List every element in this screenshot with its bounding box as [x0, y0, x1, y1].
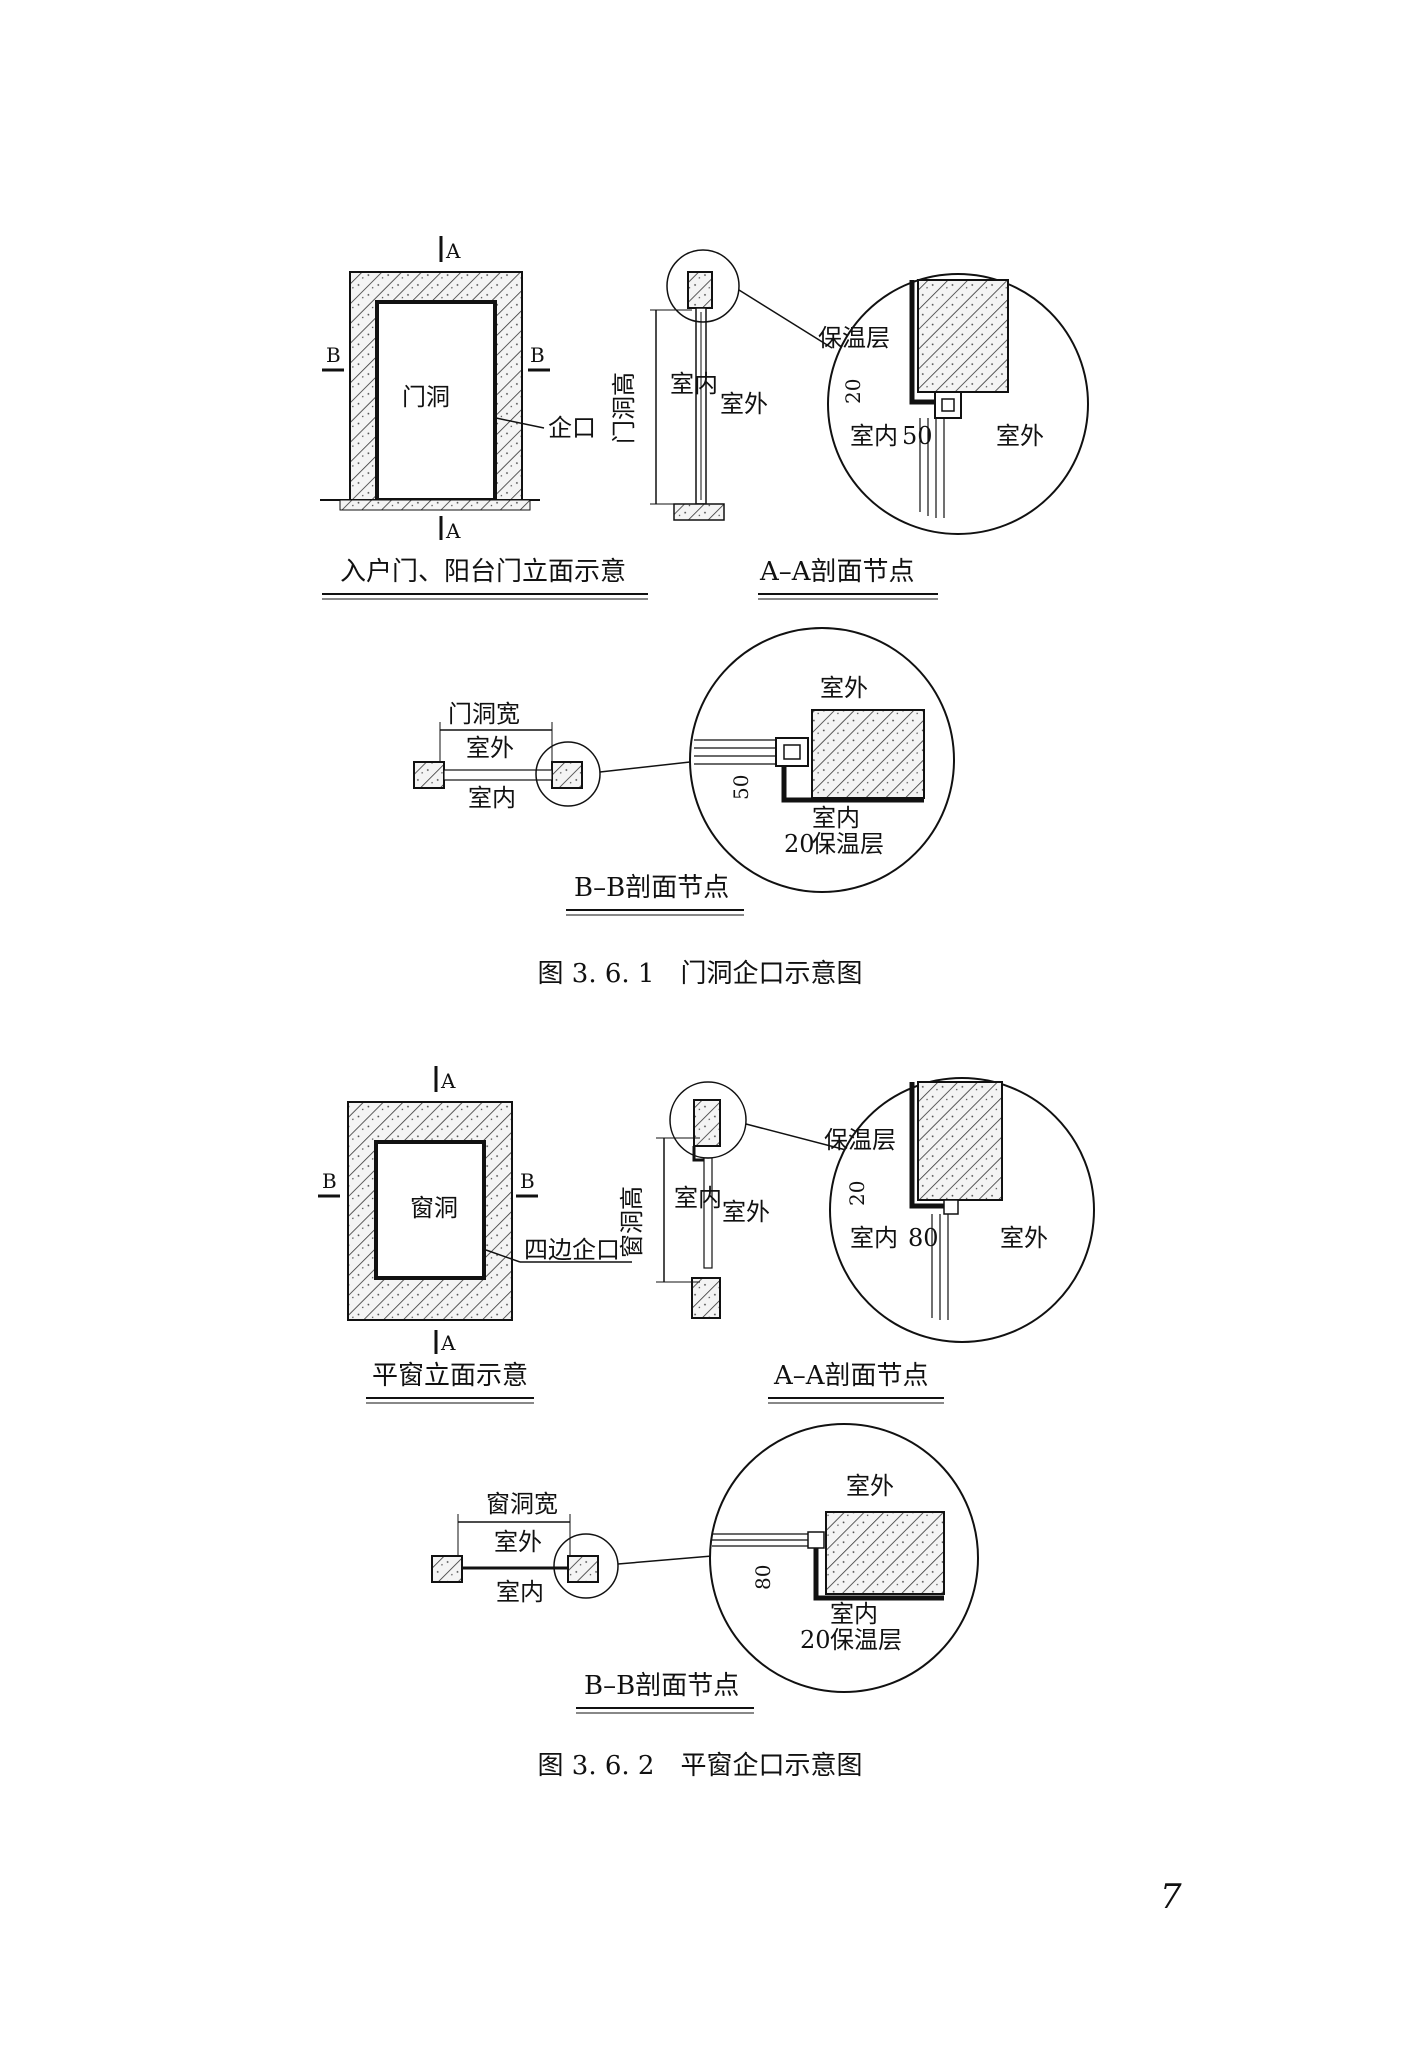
window-frame	[703, 1157, 713, 1269]
detail-callout-leader	[745, 1123, 847, 1151]
detail-frame	[943, 1199, 959, 1215]
bb-detail-frame-inner	[783, 744, 801, 760]
detail-outdoor-label: 室外	[1000, 1224, 1048, 1252]
width-dim-label: 窗洞宽	[486, 1490, 558, 1518]
section-b-left-label: B	[322, 1169, 337, 1193]
section-aa-title: A–A剖面节点	[759, 557, 915, 587]
window-opening	[374, 1140, 486, 1280]
floor-hatch	[339, 499, 531, 511]
elevation-title: 平窗立面示意	[372, 1361, 528, 1391]
width-dim-label: 门洞宽	[448, 700, 520, 728]
bb-indoor-label: 室内	[468, 784, 516, 812]
rebate-leader	[495, 417, 545, 429]
bb-detail-insulation-label: 保温层	[830, 1626, 902, 1654]
bb-callout-leader	[599, 761, 691, 773]
rebate-leader	[485, 1249, 521, 1263]
bb-wall-right	[551, 761, 583, 789]
section-b-right-label: B	[530, 343, 545, 367]
figure-1: 门洞 企口 A A B B 入户门、阳台门立面示意	[320, 236, 1089, 989]
bb-outdoor-label: 室外	[466, 734, 514, 762]
detail-insulation-label: 保温层	[818, 324, 890, 352]
bb-detail-frame	[807, 1531, 825, 1549]
detail-wall	[917, 1081, 1003, 1201]
bb-detail-dim-insulation: 20	[800, 1626, 831, 1654]
bb-wall-left	[413, 761, 445, 789]
section-bb-door: 门洞宽 室外 室内 室外 50 室内 20 保温层	[413, 627, 955, 916]
detail-insulation-line	[909, 1082, 944, 1209]
bb-detail-dim-insulation: 20	[784, 830, 815, 858]
detail-dim-rebate: 80	[908, 1224, 939, 1252]
section-aa-window: 窗洞高 室内 室外 保温层 20 室内 80 室外 A–A剖面节点	[618, 1077, 1095, 1404]
bb-detail-outdoor-label: 室外	[846, 1472, 894, 1500]
section-bb-window: 窗洞宽 室外 室内 室外 80 室内 20 保温层 B–B剖面节点	[431, 1423, 979, 1714]
bb-detail-indoor-label: 室内	[830, 1600, 878, 1628]
rebate-label: 四边企口	[524, 1236, 620, 1264]
bb-detail-insulation-line	[781, 758, 924, 803]
bb-detail-insulation-line	[813, 1546, 944, 1601]
detail-dim-rebate: 50	[902, 422, 933, 450]
elevation-title: 入户门、阳台门立面示意	[340, 557, 626, 587]
opening-label: 门洞	[402, 383, 450, 411]
bb-outdoor-label: 室外	[494, 1528, 542, 1556]
opening-label: 窗洞	[410, 1194, 458, 1222]
bb-callout-leader	[617, 1555, 713, 1565]
rebate-label: 企口	[548, 414, 596, 442]
detail-indoor-label: 室内	[850, 422, 898, 450]
bb-detail-outdoor-label: 室外	[820, 674, 868, 702]
section-outdoor-label: 室外	[722, 1198, 770, 1226]
section-aa-door: 门洞高 室内 室外 保温层 20 室内 50 室外 A–A剖面节点	[610, 249, 1089, 600]
height-dim-label: 窗洞高	[618, 1186, 646, 1258]
detail-magnifier	[829, 1077, 1095, 1343]
lintel	[693, 1099, 721, 1147]
lintel	[687, 271, 713, 309]
section-indoor-label: 室内	[670, 370, 718, 398]
section-bb-title: B–B剖面节点	[574, 873, 729, 903]
detail-insulation-label: 保温层	[824, 1126, 896, 1154]
figure-2: 窗洞 四边企口 A A B B 平窗立面示意	[318, 1066, 1095, 1781]
section-aa-title: A–A剖面节点	[773, 1361, 929, 1391]
detail-wall	[917, 279, 1009, 393]
height-dim-label: 门洞高	[610, 372, 638, 444]
section-a-bottom-label: A	[445, 519, 461, 543]
detail-callout-circle	[669, 1081, 747, 1159]
bb-detail-dim-rebate: 80	[751, 1565, 775, 1590]
detail-frame-inner	[941, 398, 955, 412]
detail-callout-circle	[666, 249, 740, 323]
section-indoor-label: 室内	[674, 1184, 722, 1212]
bb-detail-indoor-label: 室内	[812, 804, 860, 832]
bb-wall-left	[431, 1555, 463, 1583]
bb-detail-wall	[825, 1511, 945, 1595]
detail-insulation-line	[909, 280, 935, 405]
section-outdoor-label: 室外	[720, 390, 768, 418]
section-b-left-label: B	[326, 343, 341, 367]
bb-detail-insulation-label: 保温层	[812, 830, 884, 858]
sill	[673, 503, 725, 521]
detail-callout-leader	[738, 289, 833, 349]
figure-caption: 图 3. 6. 1 门洞企口示意图	[538, 959, 863, 989]
door-opening	[375, 300, 497, 502]
detail-outdoor-label: 室外	[996, 422, 1044, 450]
figure-caption: 图 3. 6. 2 平窗企口示意图	[538, 1751, 863, 1781]
bb-indoor-label: 室内	[496, 1578, 544, 1606]
section-bb-title: B–B剖面节点	[584, 1671, 739, 1701]
bb-detail-wall	[811, 709, 925, 799]
bb-wall-right	[567, 1555, 599, 1583]
page-number: 7	[1160, 1877, 1182, 1917]
section-a-bottom-label: A	[440, 1331, 456, 1355]
bb-detail-dim-rebate: 50	[729, 775, 753, 800]
detail-dim-20: 20	[841, 379, 865, 404]
window-elevation: 窗洞 四边企口 A A B B 平窗立面示意	[318, 1066, 632, 1404]
section-b-right-label: B	[520, 1169, 535, 1193]
sill	[691, 1277, 721, 1319]
bb-door-leaf	[443, 769, 553, 781]
section-a-top-label: A	[445, 239, 461, 263]
detail-dim-20: 20	[845, 1181, 869, 1206]
door-elevation: 门洞 企口 A A B B 入户门、阳台门立面示意	[320, 236, 648, 600]
bb-callout-circle	[535, 741, 601, 807]
detail-indoor-label: 室内	[850, 1224, 898, 1252]
bb-callout-circle	[553, 1533, 619, 1599]
section-a-top-label: A	[440, 1069, 456, 1093]
